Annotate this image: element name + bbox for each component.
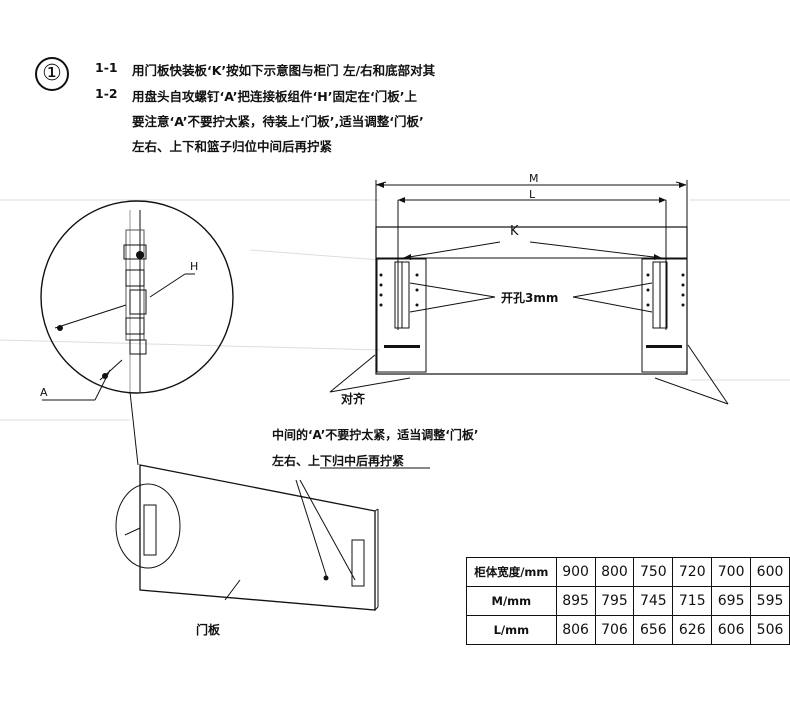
table-cell: 895 — [555, 586, 596, 616]
table-cell: 600 — [750, 557, 790, 587]
table-cell: 506 — [750, 615, 790, 645]
table-cell: 720 — [672, 557, 713, 587]
table-cell: 595 — [750, 586, 790, 616]
hole-size-label: 开孔3mm — [501, 291, 559, 305]
adjust-note-line-1: 中间的‘A’不要拧太紧，适当调整‘门板’ — [272, 428, 479, 442]
cabinet-panel — [329, 180, 729, 405]
table-row: 柜体宽度/mm 900 800 750 720 700 600 — [466, 557, 790, 587]
table-row-header: L/mm — [466, 615, 557, 645]
dimension-label-L: L — [529, 188, 536, 201]
table-cell: 750 — [633, 557, 674, 587]
part-label-A: A — [40, 386, 48, 399]
table-cell: 656 — [633, 615, 674, 645]
dimension-label-K: K — [510, 224, 519, 239]
table-cell: 900 — [555, 557, 596, 587]
dimension-label-M: M — [529, 172, 539, 185]
table-cell: 715 — [672, 586, 713, 616]
table-cell: 800 — [594, 557, 635, 587]
table-cell: 745 — [633, 586, 674, 616]
table-cell: 695 — [711, 586, 752, 616]
adjust-note-line-2: 左右、上下归中后再拧紧 — [272, 454, 405, 468]
instruction-1-1-text: 用门板快装板‘K’按如下示意图与柜门 左/右和底部对其 — [132, 63, 436, 78]
dimension-table: 柜体宽度/mm 900 800 750 720 700 600 M/mm 895… — [466, 557, 790, 645]
instruction-1-2-line-3: 左右、上下和篮子归位中间后再拧紧 — [132, 139, 333, 154]
table-cell: 706 — [594, 615, 635, 645]
instruction-1-1-number: 1-1 — [95, 60, 118, 75]
table-cell: 795 — [594, 586, 635, 616]
door-panel-label: 门板 — [196, 623, 221, 637]
part-label-H: H — [190, 260, 199, 273]
table-cell: 806 — [555, 615, 596, 645]
table-cell: 626 — [672, 615, 713, 645]
instruction-1-2-line-2: 要注意‘A’不要拧太紧，待装上‘门板’,适当调整‘门板’ — [132, 114, 424, 129]
table-row-header: M/mm — [466, 586, 557, 616]
door-panel — [115, 464, 430, 611]
table-row-header: 柜体宽度/mm — [466, 557, 557, 587]
table-cell: 606 — [711, 615, 752, 645]
instruction-1-2-number: 1-2 — [95, 86, 118, 101]
table-row: L/mm 806 706 656 626 606 506 — [466, 615, 790, 645]
instruction-1-2-line-1: 用盘头自攻螺钉‘A’把连接板组件‘H’固定在‘门板’上 — [132, 89, 417, 104]
table-cell: 700 — [711, 557, 752, 587]
align-label: 对齐 — [341, 392, 366, 406]
step-number-marker: ① — [35, 57, 69, 91]
detail-magnifier-circle — [40, 200, 234, 466]
table-row: M/mm 895 795 745 715 695 595 — [466, 586, 790, 616]
